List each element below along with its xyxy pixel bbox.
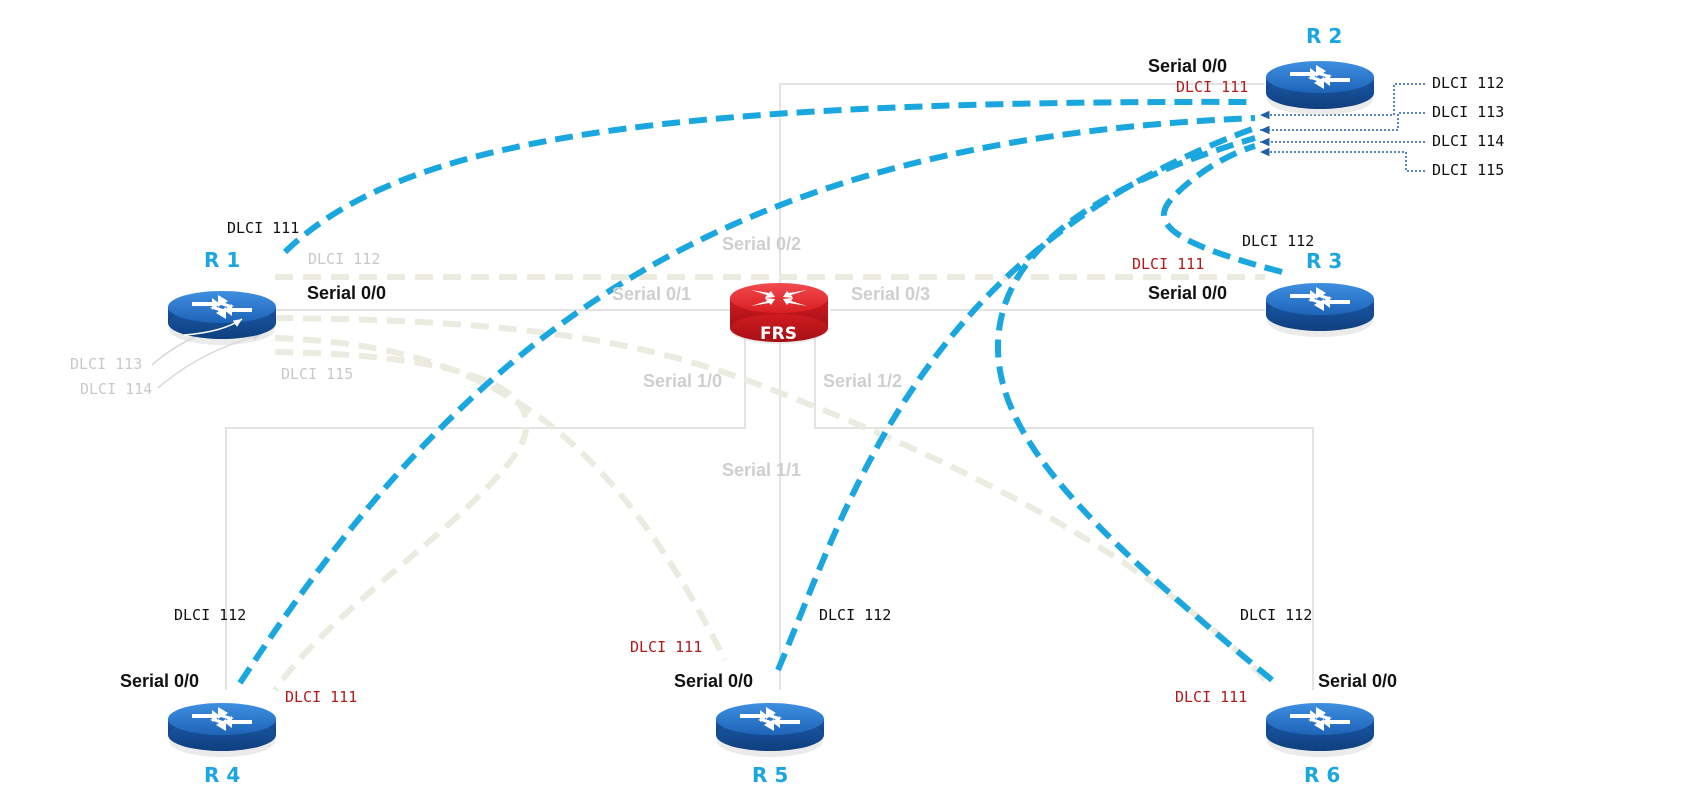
r2-dlci-mapping-arrows	[1260, 83, 1425, 172]
r1-dlci-115: DLCI 115	[281, 365, 354, 383]
r5-dlci-112: DLCI 112	[819, 606, 892, 624]
router-r4[interactable]	[168, 703, 276, 757]
r5-dlci-111: DLCI 111	[630, 638, 703, 656]
r6-dlci-111: DLCI 111	[1175, 688, 1248, 706]
frs-port-s11: Serial 1/1	[722, 460, 802, 480]
frs-label: FRS	[760, 324, 797, 344]
router-r6[interactable]	[1266, 703, 1374, 757]
router-arrows-icon	[1290, 707, 1350, 731]
pvc-r2-r4	[237, 115, 1256, 685]
router-arrows-icon	[1290, 287, 1350, 311]
r2-dlci-115-arrow	[1260, 147, 1425, 172]
r1-dlci-112: DLCI 112	[308, 250, 381, 268]
r6-dlci-112: DLCI 112	[1240, 606, 1313, 624]
router-r1-name: R 1	[204, 248, 241, 272]
r2-dlci-115: DLCI 115	[1432, 161, 1505, 179]
router-r3[interactable]	[1266, 283, 1374, 337]
inactive-pvcs	[272, 274, 1273, 692]
frame-relay-switch[interactable]	[730, 283, 828, 344]
r5-interface: Serial 0/0	[674, 671, 754, 691]
physical-link-r2-frs	[779, 83, 1265, 300]
frs-port-s12: Serial 1/2	[823, 371, 903, 391]
r2-dlci-113: DLCI 113	[1432, 103, 1505, 121]
frs-port-s01: Serial 0/1	[612, 284, 692, 304]
r3-dlci-112: DLCI 112	[1242, 232, 1315, 250]
r3-interface: Serial 0/0	[1148, 283, 1228, 303]
router-arrows-icon	[192, 707, 252, 731]
pvc-r2-r6	[994, 135, 1274, 683]
r6-interface: Serial 0/0	[1318, 671, 1398, 691]
active-pvcs	[237, 98, 1283, 685]
router-r5[interactable]	[716, 703, 824, 757]
router-r6-name: R 6	[1304, 763, 1341, 787]
r2-dlci-113-arrow	[1260, 112, 1425, 135]
r2-interface: Serial 0/0	[1148, 56, 1228, 76]
switch-arrows-icon	[751, 290, 807, 306]
r4-dlci-111: DLCI 111	[285, 688, 358, 706]
physical-link-r6-frs	[814, 330, 1314, 690]
r1-dlci-114: DLCI 114	[80, 380, 153, 398]
router-r3-name: R 3	[1306, 249, 1343, 273]
r2-dlci-112-arrow	[1260, 83, 1425, 120]
router-r4-name: R 4	[204, 763, 241, 787]
router-r1[interactable]	[168, 291, 276, 345]
pvc-r1-r6	[274, 315, 1273, 687]
r2-dlci-111: DLCI 111	[1176, 78, 1249, 96]
router-arrows-icon	[192, 295, 252, 319]
frs-port-s03: Serial 0/3	[851, 284, 931, 304]
pvc-r1-r5	[274, 335, 728, 662]
router-r2[interactable]	[1266, 61, 1374, 115]
router-arrows-icon	[740, 707, 800, 731]
r3-dlci-111: DLCI 111	[1132, 255, 1205, 273]
r1-dlci-111: DLCI 111	[227, 219, 300, 237]
r4-dlci-112: DLCI 112	[174, 606, 247, 624]
r4-interface: Serial 0/0	[120, 671, 200, 691]
frs-port-s10: Serial 1/0	[643, 371, 723, 391]
router-r2-name: R 2	[1306, 24, 1343, 48]
r1-interface: Serial 0/0	[307, 283, 387, 303]
pvc-r2-r5	[775, 125, 1257, 672]
frs-port-s02: Serial 0/2	[722, 234, 802, 254]
router-r5-name: R 5	[752, 763, 789, 787]
pvc-r1-r4	[272, 349, 530, 692]
r2-dlci-114: DLCI 114	[1432, 132, 1505, 150]
r1-dlci-113: DLCI 113	[70, 355, 143, 373]
r2-dlci-112: DLCI 112	[1432, 74, 1505, 92]
router-arrows-icon	[1290, 65, 1350, 89]
pvc-r2-r1	[282, 98, 1256, 255]
pvc-r2-r3	[1160, 143, 1283, 275]
